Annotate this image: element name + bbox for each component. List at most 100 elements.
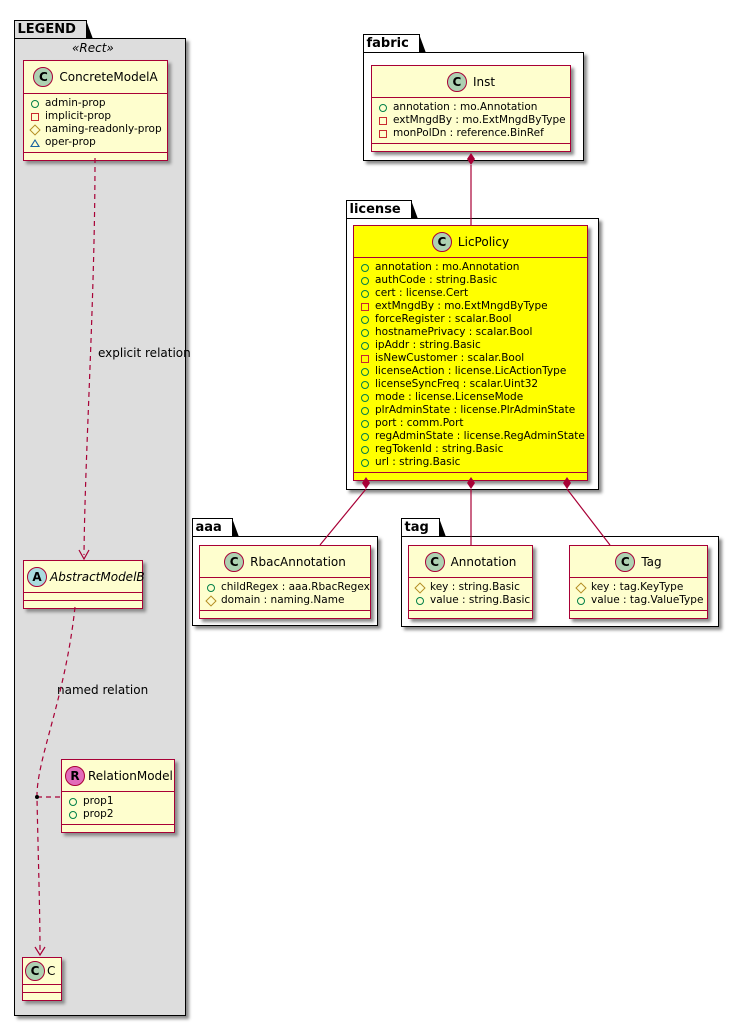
public-visibility-icon [69, 810, 77, 819]
class-name: AbstractModelB [50, 569, 145, 584]
attribute: naming-readonly-prop [29, 123, 162, 136]
attribute: annotation : mo.Annotation [360, 261, 581, 274]
class-abstract-model-b[interactable]: A AbstractModelB [23, 560, 145, 609]
public-visibility-icon [416, 596, 424, 605]
attribute: hostnamePrivacy : scalar.Bool [360, 326, 581, 339]
class-badge-icon: C [33, 67, 54, 87]
attribute-list: key : tag.KeyType value : tag.ValueType [570, 578, 707, 611]
attribute: value : string.Basic [415, 594, 530, 607]
class-name: C [47, 964, 56, 978]
attribute: plrAdminState : license.PlrAdminState [360, 404, 581, 417]
public-visibility-icon [361, 276, 369, 285]
attribute: isNewCustomer : scalar.Bool [360, 352, 581, 365]
class-badge-icon: C [446, 71, 467, 92]
attribute: port : comm.Port [360, 417, 581, 430]
attribute: mode : license.LicenseMode [360, 391, 581, 404]
public-visibility-icon [361, 393, 369, 402]
package-name: fabric [366, 36, 409, 51]
attribute: key : tag.KeyType [575, 581, 701, 594]
public-visibility-icon [379, 103, 387, 112]
public-visibility-icon [361, 263, 369, 272]
attribute: extMngdBy : mo.ExtMngdByType [360, 300, 581, 313]
attribute: implicit-prop [30, 110, 161, 123]
attribute: regTokenId : string.Basic [360, 443, 581, 456]
public-visibility-icon [361, 289, 369, 298]
public-visibility-icon [361, 432, 369, 441]
class-badge-icon: C [615, 551, 636, 572]
public-visibility-icon [361, 341, 369, 350]
legend-package-name: LEGEND [17, 22, 76, 37]
public-visibility-icon [577, 596, 585, 605]
attribute: licenseAction : license.LicActionType [360, 365, 581, 378]
attribute-list: admin-prop implicit-prop naming-readonly… [24, 94, 167, 153]
attribute-list: key : string.Basic value : string.Basic [409, 578, 532, 611]
attribute-list: childRegex : aaa.RbacRegex domain : nami… [200, 578, 370, 611]
legend-package-tab: LEGEND [13, 20, 94, 39]
attribute: regAdminState : license.RegAdminState [360, 430, 585, 443]
legend-stereotype: «Rect» [72, 41, 114, 55]
attribute: prop1 [68, 795, 168, 808]
public-visibility-icon [361, 406, 369, 415]
class-concrete-model-a[interactable]: C ConcreteModelA admin-prop implicit-pro… [23, 60, 168, 161]
package-name: tag [404, 520, 429, 535]
class-badge-icon: C [431, 231, 452, 252]
attribute: annotation : mo.Annotation [378, 101, 564, 114]
package-tab: tag [400, 518, 447, 537]
class-name: RelationModel [88, 768, 173, 783]
public-visibility-icon [361, 380, 369, 389]
public-visibility-icon [69, 797, 77, 806]
protected-visibility-icon [414, 581, 426, 594]
attribute: extMngdBy : mo.ExtMngdByType [378, 114, 566, 127]
package-visibility-icon [30, 138, 40, 147]
attribute: value : tag.ValueType [576, 594, 703, 607]
class-c[interactable]: C C [22, 957, 62, 1001]
class-relation-model[interactable]: R RelationModel prop1 prop2 [61, 759, 175, 833]
class-tag[interactable]: C Tag key : tag.KeyType value : tag.Valu… [569, 545, 708, 619]
class-inst[interactable]: C Inst annotation : mo.Annotation extMng… [371, 65, 571, 152]
class-name: ConcreteModelA [59, 70, 158, 84]
attribute: oper-prop [30, 136, 161, 149]
protected-visibility-icon [205, 594, 217, 607]
attribute-list: prop1 prop2 [62, 792, 174, 825]
class-name: LicPolicy [457, 234, 510, 249]
class-name: Tag [641, 554, 662, 569]
attribute: authCode : string.Basic [360, 274, 581, 287]
public-visibility-icon [361, 445, 369, 454]
package-tab: aaa [191, 518, 240, 537]
private-visibility-icon [361, 302, 369, 311]
attribute: url : string.Basic [360, 456, 581, 469]
class-name: RbacAnnotation [250, 554, 346, 569]
public-visibility-icon [361, 367, 369, 376]
attribute: ipAddr : string.Basic [360, 339, 581, 352]
class-badge-icon: C [424, 551, 445, 572]
private-visibility-icon [379, 129, 387, 138]
attribute: licenseSyncFreq : scalar.Uint32 [360, 378, 581, 391]
attribute: key : string.Basic [414, 581, 526, 594]
edge-label-explicit-relation: explicit relation [98, 346, 191, 360]
attribute: admin-prop [30, 97, 161, 110]
class-name: Inst [472, 74, 496, 89]
class-annotation[interactable]: C Annotation key : string.Basic value : … [408, 545, 533, 619]
attribute-list: annotation : mo.Annotation extMngdBy : m… [372, 98, 570, 144]
public-visibility-icon [207, 583, 215, 592]
edge-label-named-relation: named relation [57, 683, 149, 697]
package-name: aaa [195, 520, 222, 535]
attribute: prop2 [68, 808, 168, 821]
package-tab: fabric [362, 34, 427, 53]
private-visibility-icon [361, 354, 369, 363]
attribute: forceRegister : scalar.Bool [360, 313, 581, 326]
public-visibility-icon [361, 315, 369, 324]
abstract-badge-icon: A [27, 566, 47, 587]
attribute: monPolDn : reference.BinRef [378, 127, 564, 140]
private-visibility-icon [379, 116, 387, 125]
attribute: domain : naming.Name [205, 594, 364, 607]
public-visibility-icon [361, 328, 369, 337]
public-visibility-icon [31, 99, 39, 108]
package-name: license [349, 202, 401, 217]
legend-package: LEGEND [13, 20, 186, 1016]
private-visibility-icon [31, 112, 39, 121]
protected-visibility-icon [575, 581, 587, 594]
class-rbac-annotation[interactable]: C RbacAnnotation childRegex : aaa.RbacRe… [199, 545, 371, 619]
